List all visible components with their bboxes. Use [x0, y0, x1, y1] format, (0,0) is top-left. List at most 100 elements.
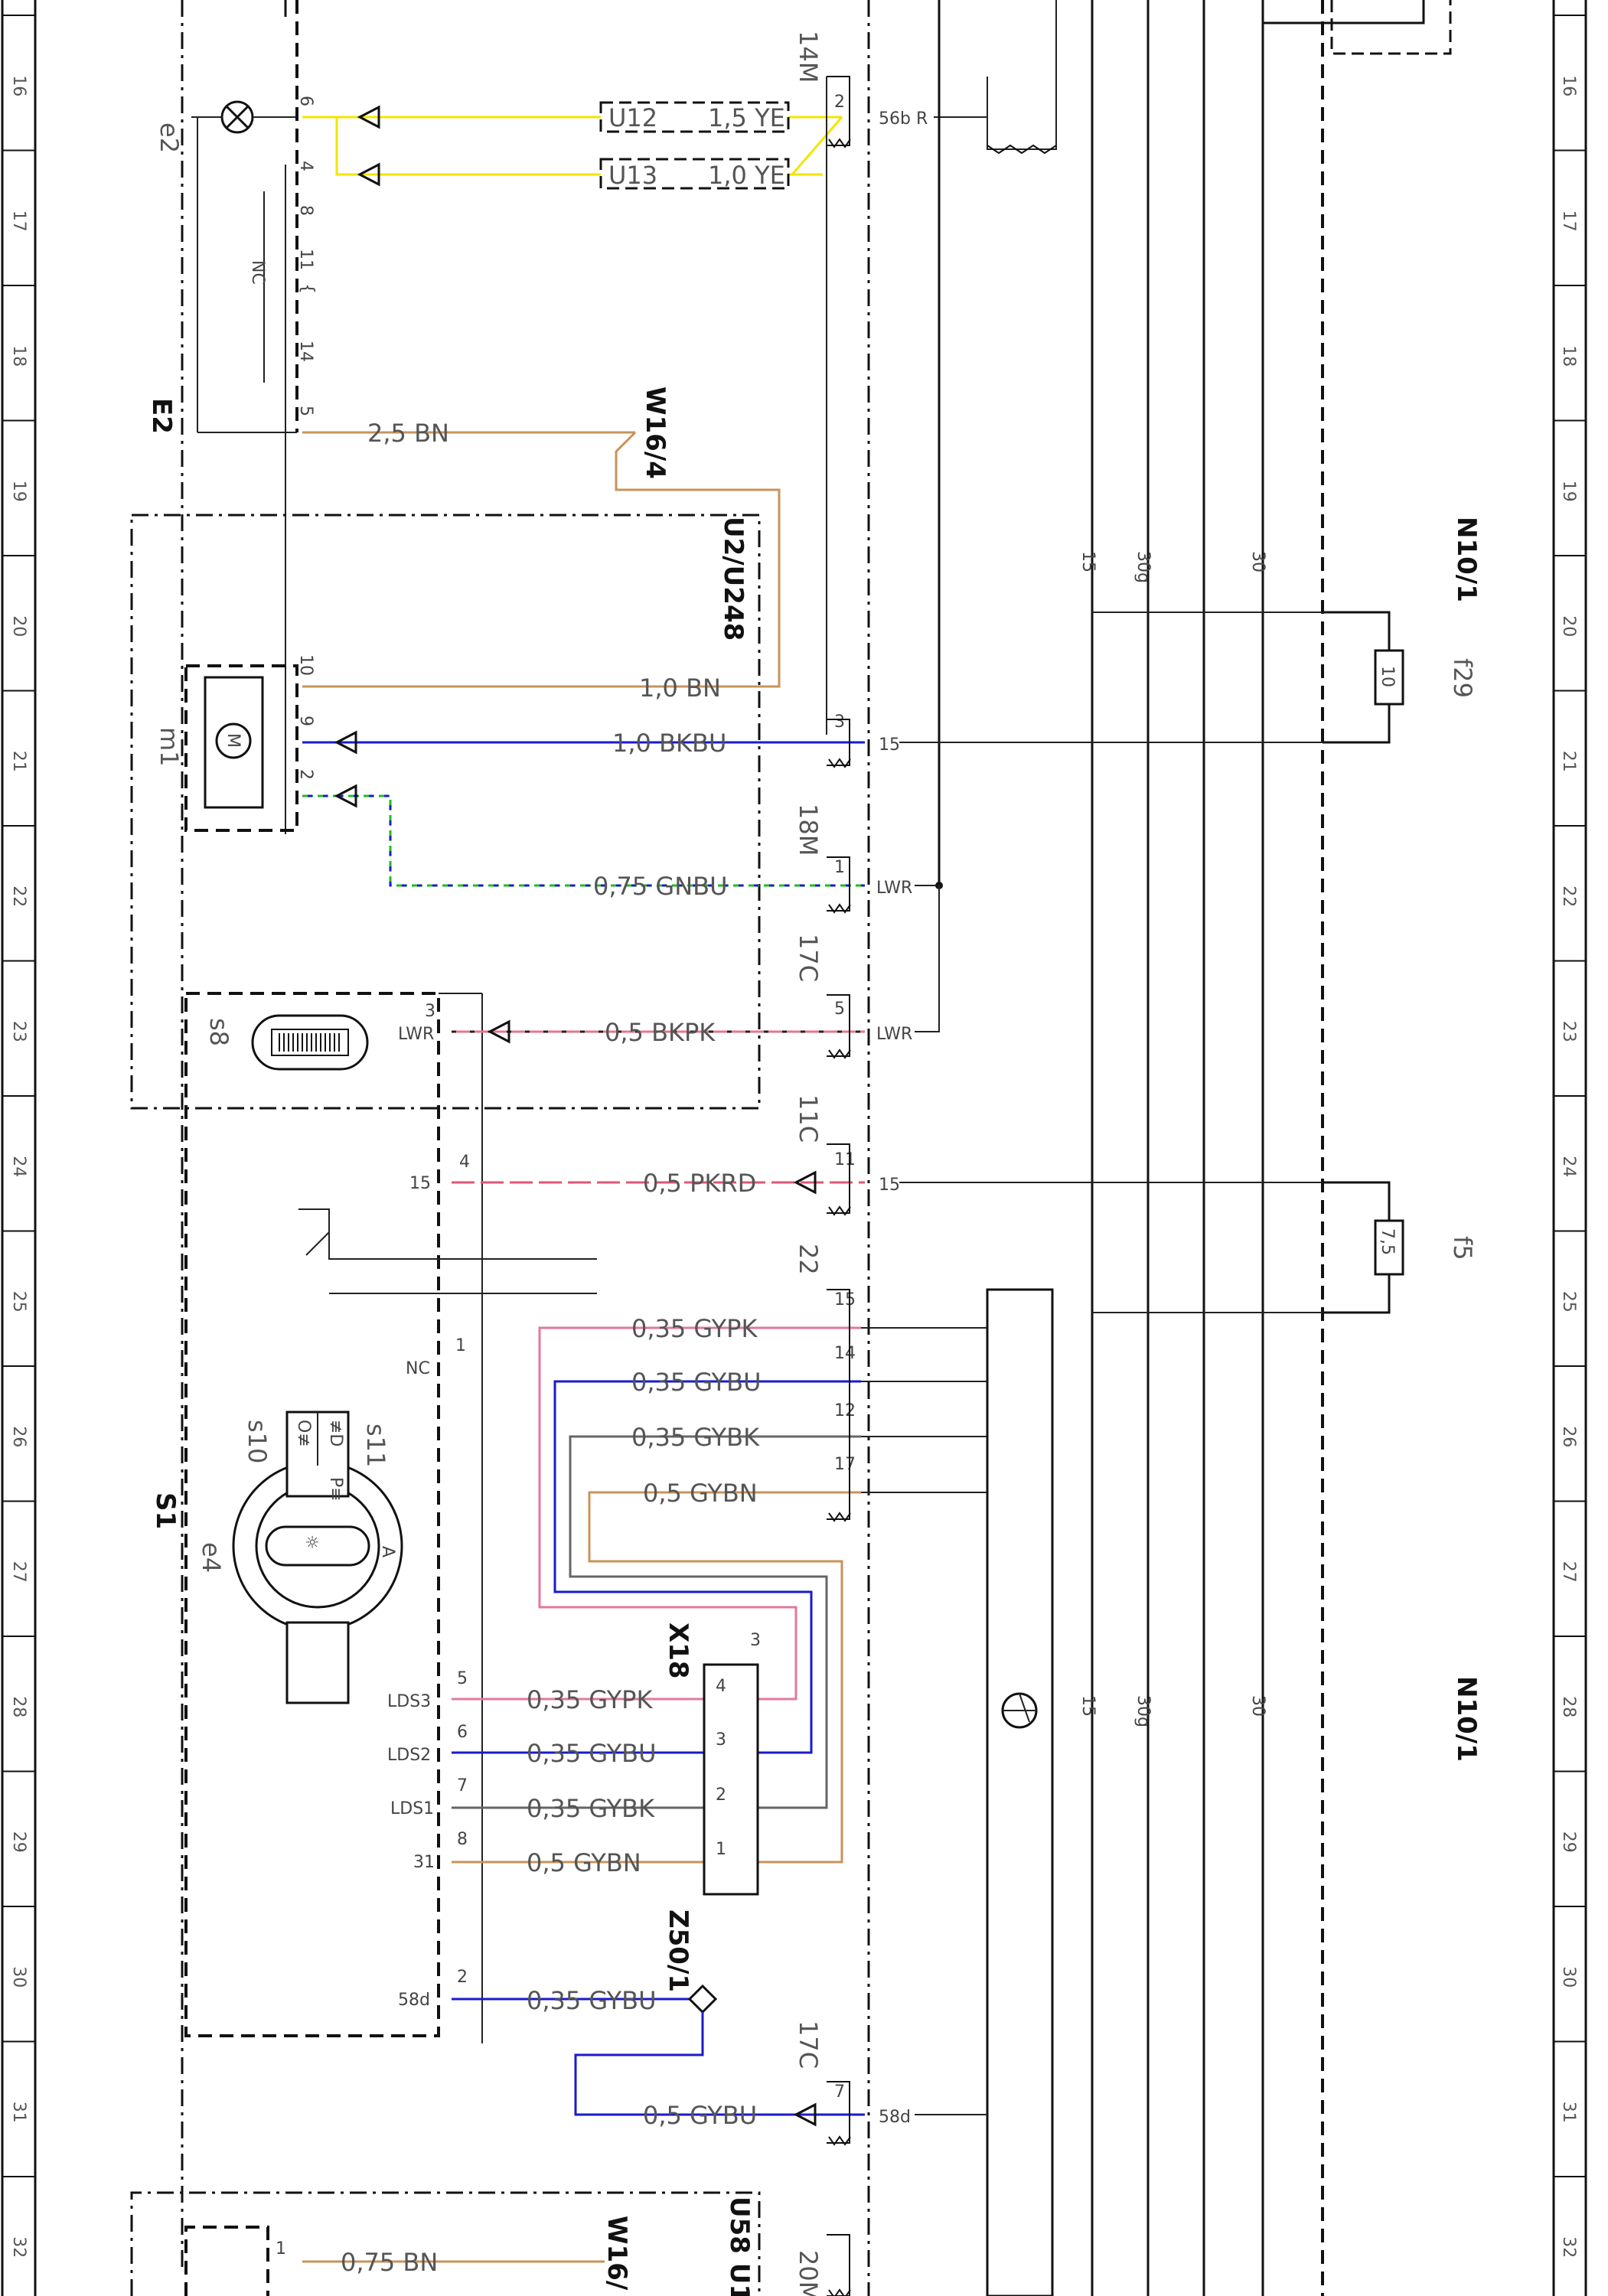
- connector-break: [828, 2135, 851, 2146]
- bus-30: 30: [1248, 551, 1267, 572]
- c-pin-3: 3: [834, 713, 845, 732]
- x18-pin-3-top: 3: [750, 1631, 761, 1650]
- connector-break: [828, 2288, 851, 2296]
- s1-label: S1: [150, 1492, 181, 1529]
- grid-number: 28: [1559, 1696, 1578, 1717]
- connector-break: [828, 1049, 851, 1059]
- pin-5-s1: 5: [457, 1669, 468, 1688]
- pin-15-s1: 15: [409, 1174, 431, 1193]
- pin-lds3: LDS3: [387, 1692, 431, 1711]
- connector-22-label: 22: [794, 1244, 823, 1275]
- connector-housing: [827, 856, 850, 912]
- motor-icon: [215, 722, 252, 759]
- pin-nc: NC: [406, 1359, 430, 1378]
- c-pin-2: 2: [834, 93, 845, 112]
- w16-4-label: W16/4: [640, 386, 670, 479]
- connector-17C-a: 17C: [794, 934, 823, 982]
- x18-label: X18: [663, 1623, 693, 1679]
- E2-label: E2: [146, 398, 177, 434]
- right-ruler: [1552, 0, 1587, 2296]
- connector-ladders: [827, 76, 851, 2296]
- c-pin-5: 5: [834, 1000, 845, 1019]
- wire-075bn: 0,75 BN: [341, 2248, 438, 2277]
- n10-1-top: N10/1: [1451, 517, 1482, 602]
- pin-lwr-b: LWR: [876, 1025, 912, 1044]
- grid-number: 23: [9, 1021, 28, 1042]
- wire-05pkrd: 0,5 PKRD: [643, 1169, 756, 1198]
- x18-pin-1: 1: [716, 1840, 726, 1859]
- bus-lines: 15 30g 30 15 30g 30 N10/1 N10/1: [938, 0, 1482, 2296]
- wire-035gypk-b: 0,35 GYPK: [527, 1685, 653, 1714]
- grid-number: 17: [1559, 210, 1578, 232]
- grid-number: 21: [9, 751, 28, 772]
- wire-075gnbu: 0,75 GNBU: [593, 872, 728, 901]
- grid-number: 17: [9, 210, 28, 232]
- pin-lwr-a: LWR: [876, 879, 912, 898]
- x18-pin-2: 2: [716, 1786, 726, 1805]
- u12-label: U12: [608, 103, 657, 132]
- grid-number: 20: [1559, 615, 1578, 637]
- grid-number: 27: [1559, 1561, 1578, 1583]
- u2-u248-label: U2/U248: [718, 517, 749, 641]
- pin-1-s1: 1: [455, 1336, 466, 1355]
- pin-8-s1: 8: [457, 1830, 468, 1849]
- bus-30g: 30g: [1133, 551, 1153, 583]
- s8-thumbwheel: [279, 1033, 340, 1052]
- fog-front-icon: ≢D: [326, 1420, 345, 1446]
- pin-58d-b: 58d: [879, 2108, 911, 2127]
- connector-20M: 20M: [794, 2250, 823, 2296]
- grid-number: 18: [9, 345, 28, 367]
- z50-1-label: Z50/1: [663, 1910, 693, 1992]
- c-pin-14: 14: [834, 1344, 856, 1363]
- connector-17C-b: 17C: [794, 2020, 823, 2069]
- u58-u1-label: U58 U1: [724, 2197, 755, 2296]
- svg-text:{: {: [298, 283, 317, 294]
- grid-number: 29: [1559, 1831, 1578, 1853]
- wire-035gybu-c: 0,35 GYBU: [527, 1986, 657, 2015]
- pin-3-s8: 3: [425, 1002, 435, 1021]
- e2-module: e2 E2 6 4 8 11 14 5 NC {: [146, 0, 317, 2269]
- connector-11C: 11C: [794, 1094, 823, 1143]
- grid-number: 18: [1559, 345, 1578, 367]
- pin-8: 8: [296, 205, 315, 216]
- c-pin-11: 11: [834, 1150, 856, 1169]
- grid-number: 28: [9, 1696, 28, 1717]
- pin-15-b: 15: [879, 1176, 900, 1195]
- grid-number: 21: [1559, 751, 1578, 772]
- grid-number: 25: [9, 1291, 28, 1313]
- grid-number: 23: [1559, 1021, 1578, 1042]
- pin-4: 4: [296, 161, 315, 171]
- pin-56b: 56b R: [879, 109, 928, 129]
- s11-label: s11: [361, 1424, 390, 1467]
- pin-4-s1: 4: [459, 1153, 470, 1172]
- connector-housing: [827, 1289, 850, 1520]
- pin-10: 10: [296, 654, 315, 676]
- grid-number: 27: [9, 1561, 28, 1583]
- pin-31: 31: [413, 1853, 435, 1872]
- grid-number: 30: [1559, 1966, 1578, 1988]
- fuse-f29: 10 f29: [1092, 611, 1477, 744]
- grid-number: 31: [1559, 2102, 1578, 2123]
- wire-10bkbu: 1,0 BKBU: [612, 729, 726, 758]
- grid-number: 26: [1559, 1426, 1578, 1447]
- e4-label: e4: [197, 1542, 226, 1573]
- wire-25bn: 2,5 BN: [367, 419, 449, 448]
- c-pin-15: 15: [834, 1290, 856, 1309]
- pin-11: 11: [296, 249, 315, 270]
- grid-number: 32: [9, 2236, 28, 2258]
- pin-15-a: 15: [879, 735, 900, 755]
- grid-number: 16: [1559, 75, 1578, 96]
- wire-035gybu-b: 0,35 GYBU: [527, 1739, 657, 1768]
- wire-05gybu: 0,5 GYBU: [643, 2101, 757, 2130]
- bus-30-b: 30: [1248, 1695, 1267, 1717]
- arrow-icon: [334, 784, 357, 808]
- pin-lwr-s8: LWR: [398, 1025, 434, 1044]
- motor-m: M: [223, 733, 243, 748]
- u13-spec: 1,0 YE: [708, 161, 785, 190]
- bus-15: 15: [1078, 551, 1098, 572]
- pin-5: 5: [296, 406, 315, 416]
- grid-number: 19: [1559, 481, 1578, 502]
- svg-text:☼: ☼: [302, 1534, 321, 1550]
